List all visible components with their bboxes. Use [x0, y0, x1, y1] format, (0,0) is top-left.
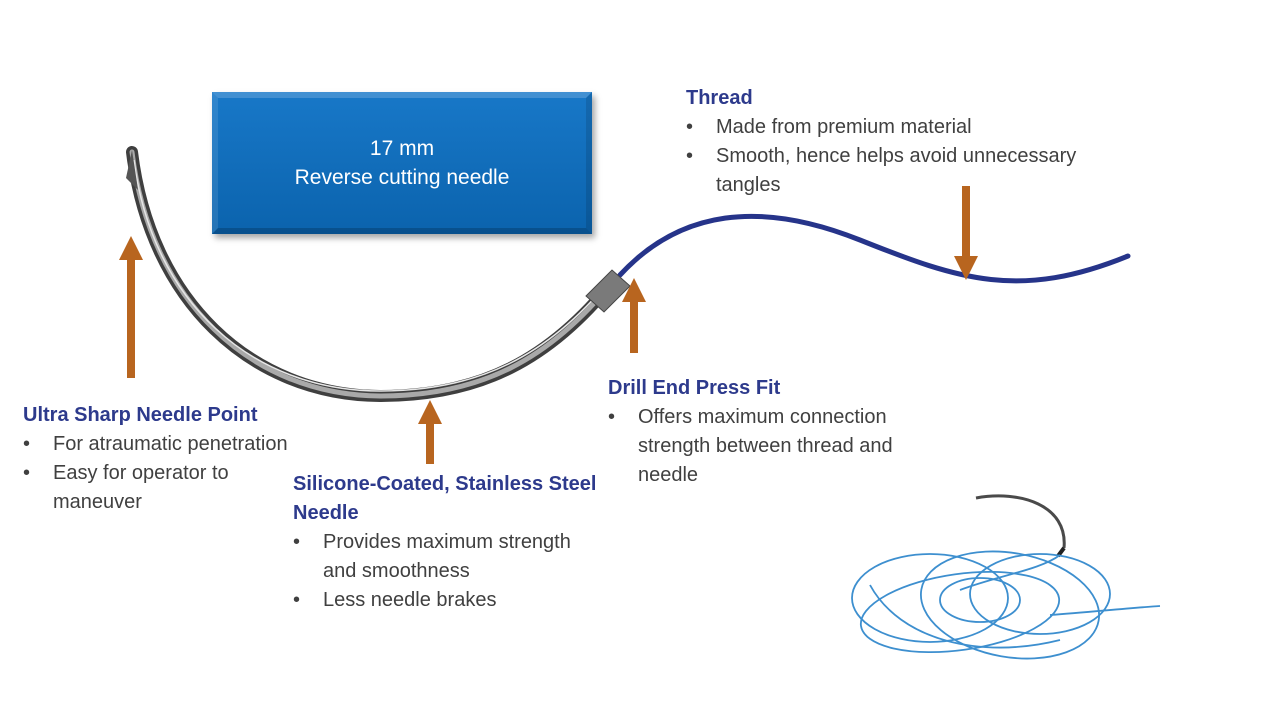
silicone-needle-bullet-2: Less needle brakes: [293, 586, 608, 615]
arrow-drill-end: [622, 278, 646, 353]
needle-type-text: Reverse cutting needle: [294, 166, 510, 189]
thread-bullet-2: Smooth, hence helps avoid unnecessary ta…: [686, 142, 1126, 200]
thread-title: Thread: [686, 87, 753, 109]
thread-bullet-1: Made from premium material: [686, 113, 1126, 142]
arrow-thread: [954, 186, 978, 280]
silicone-needle-bullet-list: Provides maximum strength and smoothness…: [293, 528, 608, 615]
needle-body: [126, 146, 631, 403]
thread-bullet-list: Made from premium material Smooth, hence…: [686, 113, 1126, 200]
arrow-silicone-needle: [418, 400, 442, 464]
drill-end-callout: Drill End Press Fit Offers maximum conne…: [608, 374, 938, 490]
needle-point-bullet-1: For atraumatic penetration: [23, 430, 288, 459]
needle-point-title: Ultra Sharp Needle Point: [23, 404, 258, 426]
drill-end-title: Drill End Press Fit: [608, 377, 781, 399]
needle-spec-box: 17 mm Reverse cutting needle: [212, 92, 592, 234]
silicone-needle-bullet-1: Provides maximum strength and smoothness: [293, 528, 608, 586]
needle-size-text: 17 mm: [369, 137, 435, 160]
silicone-needle-callout: Silicone-Coated, Stainless Steel Needle …: [293, 470, 608, 615]
thread-callout: Thread Made from premium material Smooth…: [686, 84, 1126, 200]
drill-end-bullet-1: Offers maximum connection strength betwe…: [608, 403, 938, 490]
drill-end-bullet-list: Offers maximum connection strength betwe…: [608, 403, 938, 490]
needle-point-callout: Ultra Sharp Needle Point For atraumatic …: [23, 401, 288, 517]
needle-point-bullet-list: For atraumatic penetration Easy for oper…: [23, 430, 288, 517]
arrow-needle-point: [119, 236, 143, 378]
suture-coil-photo: [851, 494, 1161, 660]
thread-line: [617, 213, 1131, 284]
silicone-needle-title: Silicone-Coated, Stainless Steel Needle: [293, 473, 597, 524]
needle-point-bullet-2: Easy for operator to maneuver: [23, 459, 288, 517]
